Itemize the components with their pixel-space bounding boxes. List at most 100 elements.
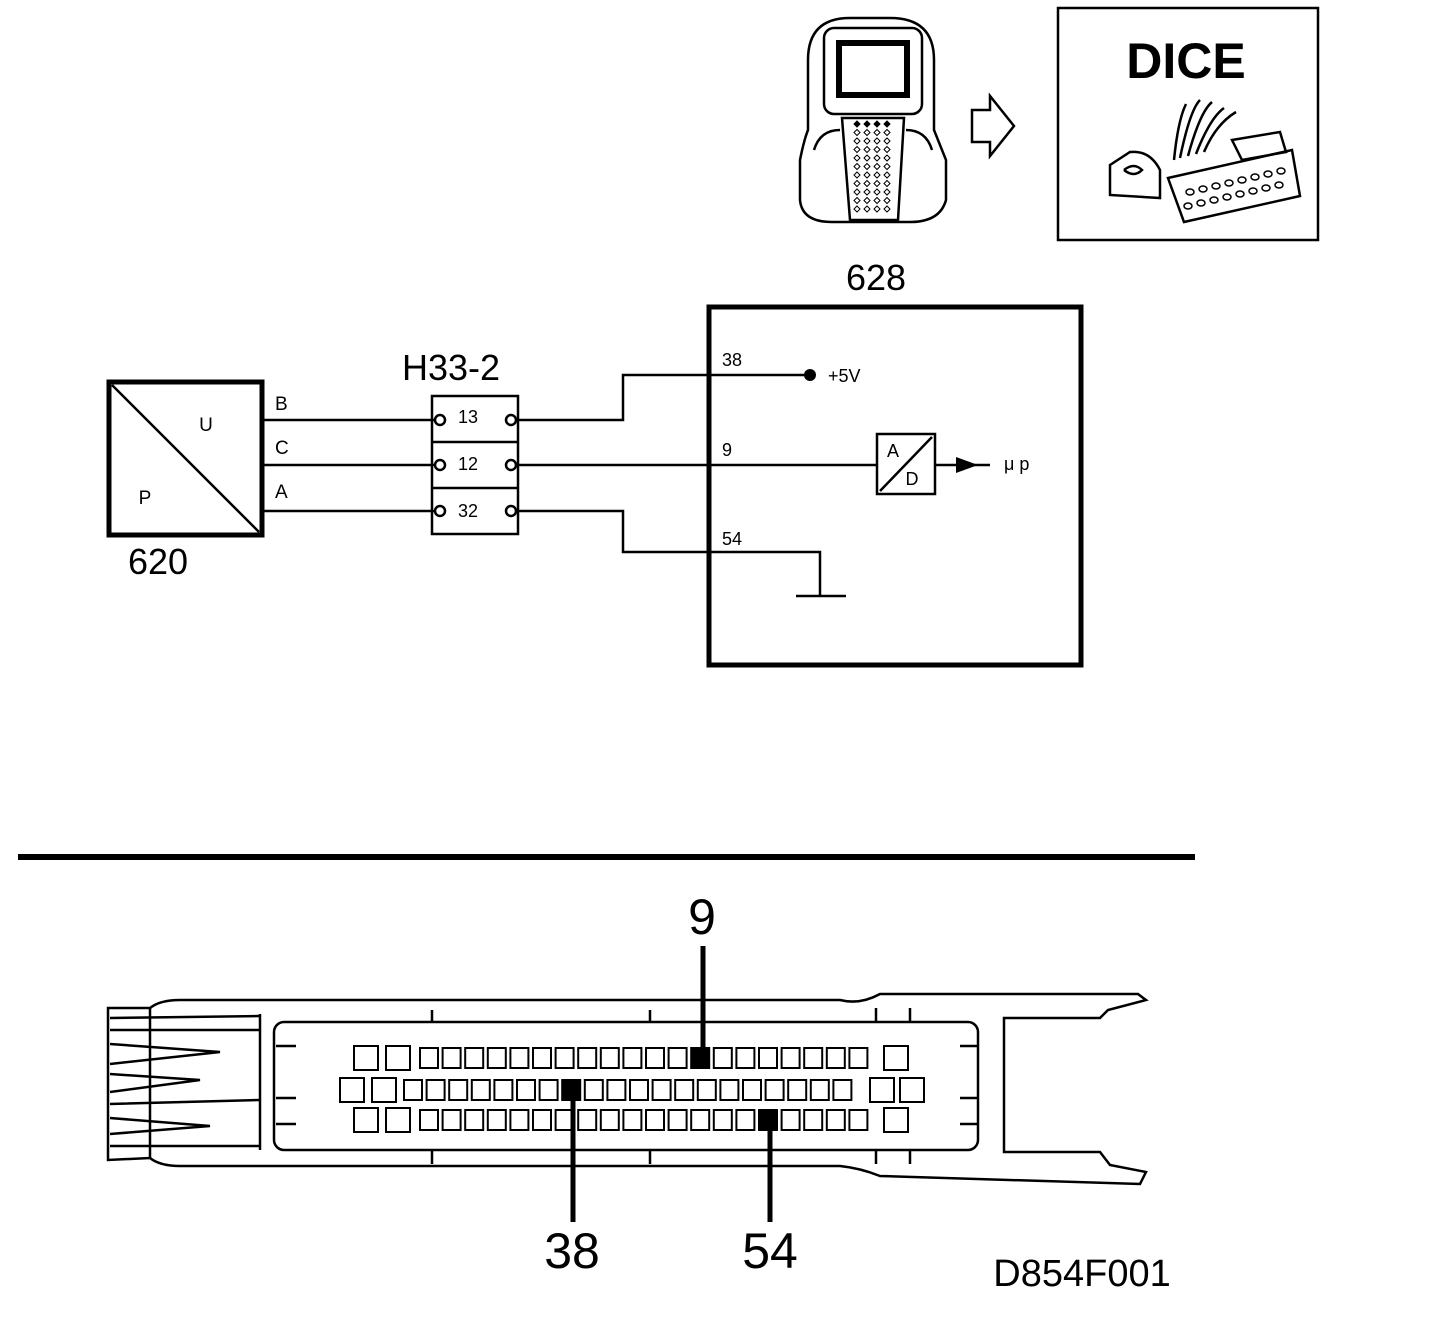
keypad-key [863,196,871,205]
sensor-letter-u: U [199,415,213,436]
connector-cavity [353,1107,379,1133]
ecu-connector-drawing [106,992,1149,1186]
connector-cavity [735,1109,756,1131]
keypad-key [883,205,891,213]
connector-cavity [825,1109,846,1131]
connector-cavity [577,1047,598,1069]
dice-pin-hole [1183,202,1193,210]
keypad-key [883,128,891,137]
keypad-key [853,137,861,145]
dice-pin-hole [1209,196,1219,204]
mcu-label: μ p [1004,454,1029,474]
connector-cavity [516,1079,536,1101]
connector-cavity [441,1047,462,1069]
supply-label: +5V [828,366,861,386]
connector-cavity [599,1047,620,1069]
adc-label-a: A [887,441,899,461]
keypad-key [863,128,871,137]
connector-cavity [674,1079,695,1101]
callout-pin-9: 9 [688,889,716,945]
sensor-letter-p: P [139,488,152,509]
keypad-key [883,171,891,179]
dice-title: DICE [1126,33,1245,89]
keypad-key [863,162,871,171]
keypad-key [873,205,881,213]
connector-cavity [532,1047,552,1069]
connector-cavity [848,1109,869,1131]
connector-cavity [667,1047,688,1069]
keypad-key [863,188,871,196]
connector-cavity [651,1079,672,1101]
keypad-key [883,137,891,145]
keypad-key [883,188,891,196]
connector-cavity [780,1109,801,1131]
connector-cavity [509,1109,530,1131]
connector-cavity [599,1109,620,1131]
connector-cavity [339,1077,365,1103]
keypad-key [873,162,881,171]
keypad-key [863,205,871,213]
connector-cavity [825,1047,846,1069]
keypad-key [883,162,891,171]
keypad-key [853,145,861,154]
dice-pin-hole [1198,185,1208,193]
arrow-right-icon [970,92,1016,160]
connector-cavity [583,1079,604,1101]
connector-pin-32: 32 [458,501,478,521]
keypad-key [853,128,861,137]
connector-cavity [554,1047,575,1069]
dice-pin-hole [1263,170,1273,178]
keypad-key [873,188,881,196]
connector-cavity [742,1079,762,1101]
connector-cavity [532,1109,552,1131]
connector-cavity [538,1079,559,1101]
keypad-key [853,205,861,213]
keypad-key [873,179,881,188]
dice-pin-hole [1185,188,1195,196]
keypad-key [863,120,871,128]
dice-connector-pins [1183,167,1286,210]
dice-pin-hole [1224,179,1234,187]
dice-pin-hole [1250,173,1260,181]
keypad-key [883,154,891,162]
arrow-head-icon [956,457,978,473]
connector-cavity [832,1079,853,1101]
keypad-key [873,137,881,145]
keypad-key [873,145,881,154]
connector-cavity [371,1077,397,1103]
connector-cavity [883,1045,909,1071]
connector-cavity [385,1107,411,1133]
connector-cavity [577,1109,598,1131]
keypad-key [873,154,881,162]
sensor-id-label: 620 [128,541,188,582]
connector-cavity [780,1047,801,1069]
ecu-pin-9: 9 [722,440,732,460]
connector-cavity [629,1079,649,1101]
scan-tool-keypad [853,120,891,213]
dice-connector-icon [1108,99,1302,224]
keypad-key [873,128,881,137]
adc-label-d: D [906,469,919,489]
connector-cavity [696,1079,717,1101]
callout-lines [570,946,773,1222]
dice-pin-hole [1276,167,1286,175]
keypad-key [853,120,861,128]
callout-pin-54: 54 [742,1223,798,1279]
connector-cavity [712,1047,733,1069]
dice-box [1056,6,1320,242]
connector-cavity [606,1079,627,1101]
connector-cavity [883,1107,909,1133]
connector-cavity [622,1047,643,1069]
keypad-key [883,145,891,154]
connector-cavity [690,1109,711,1131]
connector-cavity [803,1047,824,1069]
connector-cavity [719,1079,740,1101]
dice-pin-hole [1274,181,1284,189]
keypad-key [873,171,881,179]
keypad-key [863,171,871,179]
connector-cavity [403,1079,423,1101]
connector-cavity [735,1047,756,1069]
connector-cavity [809,1079,830,1101]
keypad-key [863,145,871,154]
